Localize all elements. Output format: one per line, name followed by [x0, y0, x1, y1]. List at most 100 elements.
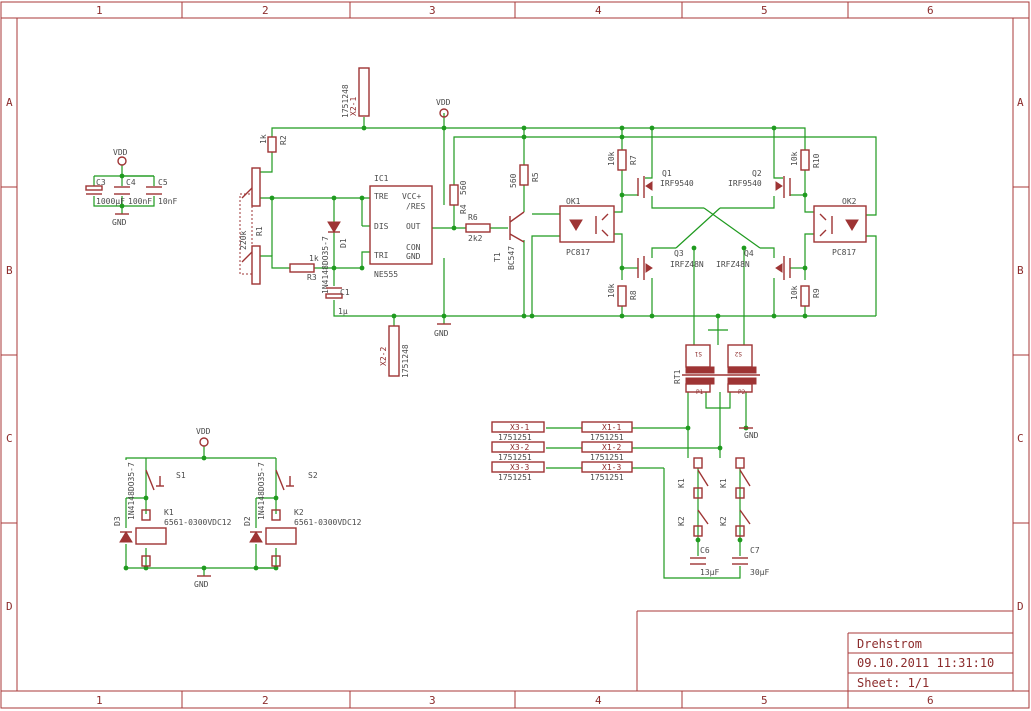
resistor-r5[interactable]: 560 R5: [509, 164, 540, 188]
mosfet-q2[interactable]: Q2 IRF9540: [728, 169, 791, 198]
svg-text:X3-3: X3-3: [510, 463, 529, 472]
svg-text:C4: C4: [126, 178, 136, 187]
wires: [93, 113, 877, 579]
svg-text:S2: S2: [308, 471, 318, 480]
col-label: 5: [761, 4, 768, 17]
optocoupler-ok1[interactable]: OK1 PC817: [559, 197, 615, 257]
svg-text:C6: C6: [700, 546, 710, 555]
mosfet-q1[interactable]: Q1 IRF9540: [637, 169, 694, 198]
vdd-label: VDD: [113, 148, 128, 157]
diode-d3[interactable]: D3 1N4148DO35-7: [113, 462, 136, 543]
svg-text:X3-1: X3-1: [510, 423, 529, 432]
grid-labels: 1 2 3 4 5 6 1 2 3 4 5 6 A B C D A B C D: [6, 4, 1024, 707]
relay-coil-k2[interactable]: K2 6561-0300VDC12: [265, 508, 362, 567]
drawing-title: Drehstrom: [857, 637, 922, 651]
capacitor-c1[interactable]: C1 1µ: [325, 287, 350, 316]
svg-text:X1-3: X1-3: [602, 463, 621, 472]
gnd-symbol-transformer: GND: [739, 427, 759, 440]
svg-text:10k: 10k: [790, 285, 799, 300]
connector-x2-2[interactable]: X2-2 1751248: [379, 325, 410, 378]
row-label: D: [6, 600, 13, 613]
svg-text:VDD: VDD: [196, 427, 211, 436]
svg-text:OUT: OUT: [406, 222, 421, 231]
svg-text:X1-1: X1-1: [602, 423, 621, 432]
svg-text:220k: 220k: [239, 231, 248, 250]
svg-text:Q3: Q3: [674, 249, 684, 258]
sheet-number: Sheet: 1/1: [857, 676, 929, 690]
svg-text:BC547: BC547: [507, 246, 516, 270]
svg-text:K2: K2: [294, 508, 304, 517]
svg-text:10nF: 10nF: [158, 197, 177, 206]
svg-text:1N4148DO35-7: 1N4148DO35-7: [127, 462, 136, 520]
resistor-r6[interactable]: R6 2k2: [465, 213, 491, 243]
switch-s2[interactable]: S2: [275, 469, 318, 491]
col-label: 1: [96, 4, 103, 17]
mosfet-q4[interactable]: Q4 IRFZ48N: [716, 249, 791, 280]
switch-s1[interactable]: S1: [145, 469, 186, 491]
svg-text:VCC+: VCC+: [402, 192, 421, 201]
svg-text:560: 560: [459, 180, 468, 195]
resistor-r10[interactable]: 10k R10: [790, 149, 821, 171]
svg-text:D1: D1: [339, 238, 348, 248]
resistor-r4[interactable]: R4 560: [449, 180, 468, 214]
svg-text:GND: GND: [112, 218, 127, 227]
svg-text:/RES: /RES: [406, 202, 425, 211]
relay-contacts[interactable]: K1 K1 K2 K2: [677, 457, 751, 537]
svg-text:K2: K2: [719, 516, 728, 526]
svg-text:1751251: 1751251: [498, 433, 532, 442]
svg-text:R8: R8: [629, 290, 638, 300]
resistor-r8[interactable]: 10k R8: [607, 283, 638, 307]
svg-text:Q1: Q1: [662, 169, 672, 178]
svg-text:R1: R1: [255, 226, 264, 236]
connector-x3[interactable]: X3-1 X3-2 X3-3 1751251 1751251 1751251: [491, 421, 545, 482]
diode-d2[interactable]: D2 1N4148DO35-7: [243, 462, 266, 543]
svg-text:6561-0300VDC12: 6561-0300VDC12: [294, 518, 362, 527]
col-label: 1: [96, 694, 103, 707]
supply-capacitors[interactable]: VDD C3 C4 C5 1000µF 100nF 10nF GND: [85, 148, 177, 227]
resistor-r7[interactable]: 10k R7: [607, 149, 638, 171]
relay-coil-k1[interactable]: K1 6561-0300VDC12: [135, 508, 232, 567]
svg-text:R6: R6: [468, 213, 478, 222]
svg-text:1751251: 1751251: [498, 473, 532, 482]
svg-text:P1: P1: [696, 389, 704, 396]
svg-text:10k: 10k: [607, 283, 616, 298]
svg-text:10k: 10k: [790, 151, 799, 166]
mosfet-q3[interactable]: Q3 IRFZ48N: [637, 249, 704, 280]
svg-text:NE555: NE555: [374, 270, 398, 279]
svg-text:1751248: 1751248: [401, 344, 410, 378]
svg-text:K1: K1: [719, 478, 728, 488]
transistor-t1[interactable]: T1 BC547: [493, 211, 525, 270]
potentiometer-r1[interactable]: 220k R1: [239, 167, 264, 285]
col-label: 3: [429, 694, 436, 707]
svg-text:PC817: PC817: [832, 248, 856, 257]
connector-x1[interactable]: X1-1 X1-2 X1-3 1751251 1751251 1751251: [581, 421, 633, 482]
resistor-r9[interactable]: 10k R9: [790, 285, 821, 307]
gnd-symbol-relays: GND: [194, 575, 211, 589]
optocoupler-ok2[interactable]: OK2 PC817: [813, 197, 867, 257]
svg-text:1000µF: 1000µF: [96, 197, 125, 206]
resistor-r2[interactable]: 1k R2: [259, 134, 288, 153]
svg-text:X1-2: X1-2: [602, 443, 621, 452]
svg-text:IRFZ48N: IRFZ48N: [716, 260, 750, 269]
capacitor-c6[interactable]: C6 13µF: [690, 546, 719, 577]
svg-text:C5: C5: [158, 178, 168, 187]
diode-d1[interactable]: D1 1N4148DO35-7: [321, 221, 348, 294]
transformer-rt1[interactable]: RT1 P1 P2 S1 S2: [673, 344, 760, 396]
svg-text:1751251: 1751251: [590, 453, 624, 462]
svg-text:1N4148DO35-7: 1N4148DO35-7: [257, 462, 266, 520]
svg-text:1751251: 1751251: [590, 433, 624, 442]
connector-x2-1[interactable]: X2-1 1751248: [341, 67, 370, 118]
svg-text:IRF9540: IRF9540: [728, 179, 762, 188]
capacitor-c7[interactable]: C7 30µF: [732, 546, 769, 577]
resistor-r3[interactable]: 1k R3: [289, 254, 319, 282]
junctions: [119, 125, 808, 571]
svg-text:VDD: VDD: [436, 98, 451, 107]
svg-text:DIS: DIS: [374, 222, 389, 231]
ic1-ne555[interactable]: IC1 NE555 TRE VCC+ /RES DIS OUT TRI CON …: [369, 174, 433, 279]
col-label: 2: [262, 694, 269, 707]
svg-text:10k: 10k: [607, 151, 616, 166]
col-label: 4: [595, 4, 602, 17]
title-block: Drehstrom 09.10.2011 11:31:10 Sheet: 1/1: [636, 610, 1013, 691]
svg-text:C7: C7: [750, 546, 760, 555]
